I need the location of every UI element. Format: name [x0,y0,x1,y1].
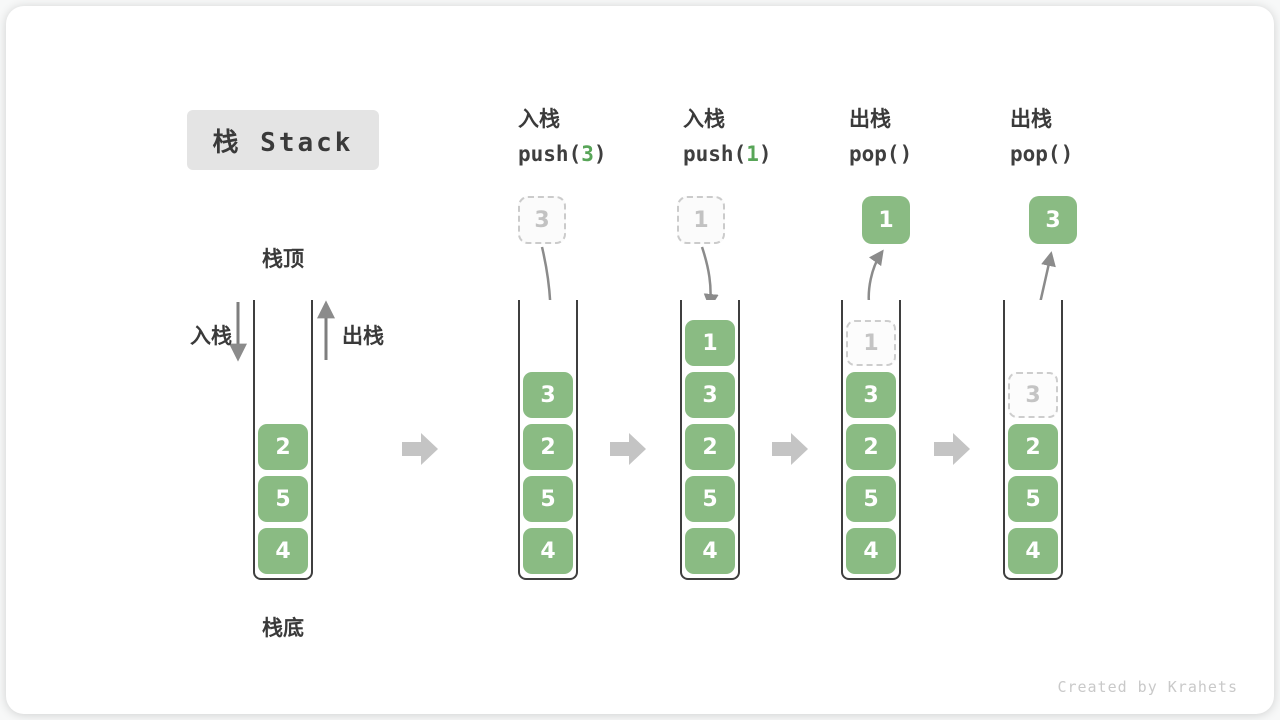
stack-slot: 3 [846,372,896,418]
credit-text: Created by Krahets [1057,678,1238,696]
operation-code-post: ) [593,142,607,166]
stack-top-label: 栈顶 [262,247,304,271]
operation-label-after-push-3: 入栈 push(3) [518,106,607,167]
stack-slot: 3 [685,372,735,418]
stack-slot: 2 [846,424,896,470]
operation-code-post: ) [1060,142,1074,166]
stack-slot: 5 [846,476,896,522]
page-title-text: 栈 Stack [212,127,354,158]
right-block-arrow-icon [610,433,646,465]
pop-legend-label: 出栈 [342,324,384,348]
floating-element-3-solid: 3 [1029,196,1077,244]
push-1-arrow-icon [700,246,719,309]
operation-label-after-push-1: 入栈 push(1) [683,106,772,167]
stack-slot: 3 [523,372,573,418]
page-title: 栈 Stack [187,110,379,170]
operation-code-pre: push( [683,142,747,166]
right-block-arrow-icon [772,433,808,465]
operation-name: 出栈 [849,107,891,131]
operation-code-post: ) [899,142,913,166]
stack-bottom-label: 栈底 [262,616,304,640]
stack-slot: 5 [1008,476,1058,522]
stack-slot: 2 [258,424,308,470]
operation-code-pre: push( [518,142,582,166]
stack-slot: 4 [258,528,308,574]
stack-slot: 5 [258,476,308,522]
operation-code: pop() [1010,141,1073,167]
stack-slot-ghost: 3 [1008,372,1058,418]
stack-slot: 4 [1008,528,1058,574]
operation-code: push(1) [683,141,772,167]
operation-name: 入栈 [683,107,725,131]
operation-code-pre: pop( [849,142,900,166]
stack-slot: 4 [523,528,573,574]
operation-code-post: ) [758,142,772,166]
operation-code: push(3) [518,141,607,167]
operation-code-arg: 1 [746,142,759,166]
stack-slot-ghost: 1 [846,320,896,366]
operation-code: pop() [849,141,912,167]
stack-slot: 2 [685,424,735,470]
operation-name: 入栈 [518,107,560,131]
floating-element-3-ghost: 3 [518,196,566,244]
push-legend-label: 入栈 [190,324,232,348]
operation-name: 出栈 [1010,107,1052,131]
operation-code-pre: pop( [1010,142,1061,166]
stack-slot: 5 [685,476,735,522]
stack-slot: 4 [846,528,896,574]
right-block-arrow-icon [934,433,970,465]
stack-slot: 2 [523,424,573,470]
stack-slot: 4 [685,528,735,574]
operation-label-after-pop-3: 出栈 pop() [1010,106,1073,167]
operation-code-arg: 3 [581,142,594,166]
stack-slot: 5 [523,476,573,522]
stack-slot: 1 [685,320,735,366]
right-block-arrow-icon [402,433,438,465]
operation-label-after-pop-1: 出栈 pop() [849,106,912,167]
floating-element-1-ghost: 1 [677,196,725,244]
floating-element-1-solid: 1 [862,196,910,244]
stack-slot: 2 [1008,424,1058,470]
